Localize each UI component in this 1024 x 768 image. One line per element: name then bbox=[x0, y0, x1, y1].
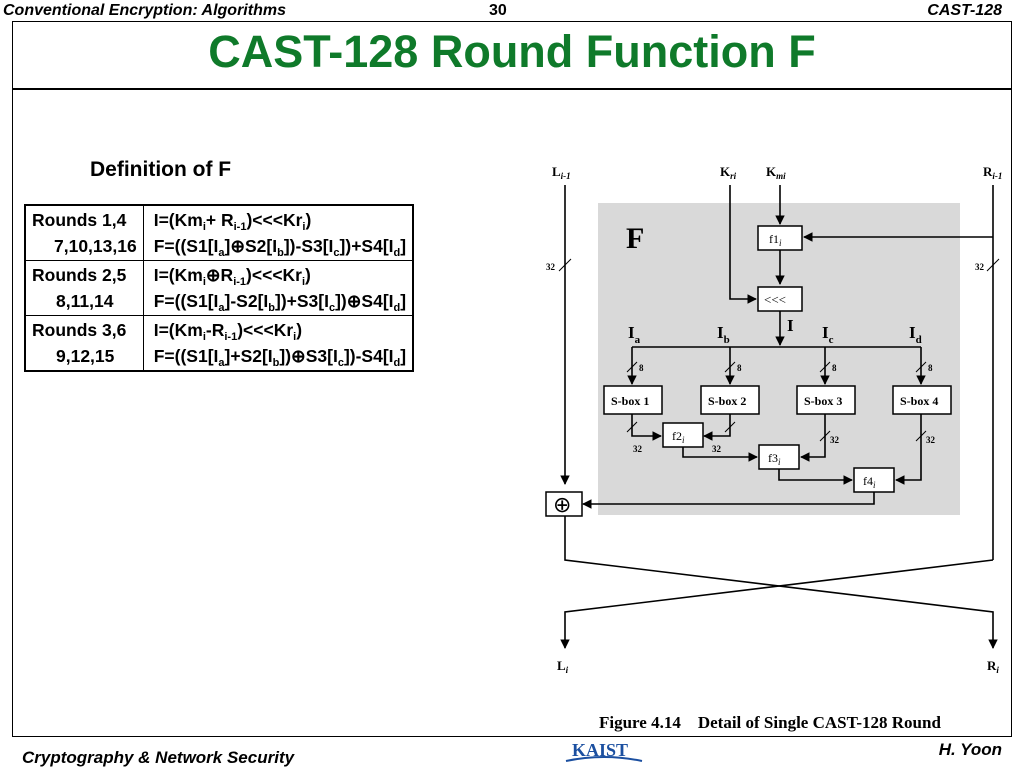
f1-box bbox=[757, 225, 803, 251]
width-label: 32 bbox=[926, 435, 936, 445]
f2-label: f2i bbox=[672, 429, 685, 445]
width-label: 32 bbox=[830, 435, 840, 445]
width-label: 32 bbox=[975, 262, 985, 272]
f3-box bbox=[758, 444, 800, 470]
sbox-4-label: S-box 4 bbox=[900, 394, 938, 408]
sbox3-to-f3 bbox=[800, 414, 826, 462]
footer-course: Cryptography & Network Security bbox=[22, 748, 295, 767]
kaist-logo: KAIST bbox=[565, 740, 643, 762]
width-slash bbox=[558, 258, 572, 272]
ic-label: Ic bbox=[822, 323, 834, 346]
table-row: Rounds 2,5 8,11,14 I=(Kmi⊕Ri-1)<<<Kri) F… bbox=[25, 260, 414, 316]
sbox-1-label: S-box 1 bbox=[611, 394, 649, 408]
figure-caption: Figure 4.14 Detail of Single CAST-128 Ro… bbox=[599, 713, 941, 732]
header-topic: CAST-128 bbox=[927, 2, 1002, 19]
input-kr-label: Kri bbox=[720, 164, 737, 181]
f-formula: F=((S1[Ia]⊕S2[Ib])-S3[Ic])+S4[Id] bbox=[153, 236, 407, 259]
xor-box bbox=[545, 491, 583, 517]
page-number: 30 bbox=[489, 2, 507, 19]
rotate-label: <<< bbox=[764, 292, 786, 307]
f3-to-f4 bbox=[778, 469, 853, 485]
sbox-1 bbox=[603, 385, 663, 415]
f4-to-xor bbox=[582, 492, 875, 509]
round-definition-table: Rounds 1,4 7,10,13,16 I=(Kmi+ Ri-1)<<<Kr… bbox=[24, 204, 415, 372]
id-label: Id bbox=[909, 323, 922, 346]
width-label: 32 bbox=[546, 262, 556, 272]
width-slash bbox=[986, 258, 1000, 272]
f-formula: F=((S1[Ia]+S2[Ib])⊕S3[Ic])-S4[Id] bbox=[153, 346, 407, 369]
f-formula: F=((S1[Ia]-S2[Ib])+S3[Ic])⊕S4[Id] bbox=[153, 291, 407, 314]
width-label: 8 bbox=[737, 363, 742, 373]
rounds-label: 7,10,13,16 bbox=[54, 236, 137, 256]
sbox-3 bbox=[796, 385, 856, 415]
rounds-label: Rounds 2,5 bbox=[32, 265, 127, 285]
table-row: Rounds 3,6 9,12,15 I=(Kmi-Ri-1)<<<Kri) F… bbox=[25, 315, 414, 371]
i-formula: I=(Kmi-Ri-1)<<<Kri) bbox=[153, 320, 303, 343]
slide-title: CAST-128 Round Function F bbox=[208, 26, 816, 77]
sbox1-to-f2 bbox=[631, 414, 662, 441]
rotate-box bbox=[757, 286, 803, 312]
byte-lines bbox=[626, 347, 927, 385]
rounds-cell: Rounds 1,4 7,10,13,16 bbox=[25, 205, 144, 261]
f3-label: f3i bbox=[768, 451, 781, 467]
output-l-label: Li bbox=[557, 658, 569, 675]
definition-heading: Definition of F bbox=[90, 158, 232, 181]
rounds-cell: Rounds 3,6 9,12,15 bbox=[25, 315, 144, 371]
f4-box bbox=[853, 467, 895, 493]
rounds-label: Rounds 3,6 bbox=[32, 320, 127, 340]
rounds-label: 8,11,14 bbox=[56, 291, 114, 311]
header-course-title: Conventional Encryption: Algorithms bbox=[3, 2, 286, 19]
width-slash bbox=[626, 421, 638, 433]
table-row: Rounds 1,4 7,10,13,16 I=(Kmi+ Ri-1)<<<Kr… bbox=[25, 205, 413, 261]
xor-icon: ⊕ bbox=[553, 492, 571, 517]
f4-label: f4i bbox=[863, 474, 876, 490]
input-r-label: Ri-1 bbox=[983, 164, 1002, 181]
formula-cell: I=(Kmi-Ri-1)<<<Kri) F=((S1[Ia]+S2[Ib])⊕S… bbox=[143, 315, 414, 371]
sbox-4 bbox=[892, 385, 952, 415]
formula-cell: I=(Kmi+ Ri-1)<<<Kri) F=((S1[Ia]⊕S2[Ib])-… bbox=[143, 205, 413, 261]
width-label: 32 bbox=[633, 444, 643, 454]
i-formula: I=(Kmi+ Ri-1)<<<Kri) bbox=[153, 210, 312, 233]
svg-text:KAIST: KAIST bbox=[572, 740, 628, 760]
footer-author: H. Yoon bbox=[938, 740, 1002, 759]
content-frame bbox=[12, 88, 1012, 737]
kr-line bbox=[729, 185, 757, 304]
sbox-2-label: S-box 2 bbox=[708, 394, 746, 408]
ia-label: Ia bbox=[628, 323, 641, 346]
formula-cell: I=(Kmi⊕Ri-1)<<<Kri) F=((S1[Ia]-S2[Ib])+S… bbox=[143, 260, 414, 316]
width-label: 32 bbox=[712, 444, 722, 454]
sbox2-to-f2 bbox=[703, 414, 731, 441]
input-km-label: Kmi bbox=[766, 164, 786, 181]
width-label: 8 bbox=[928, 363, 933, 373]
output-r-label: Ri bbox=[987, 658, 999, 675]
sbox-2 bbox=[700, 385, 760, 415]
width-slash bbox=[819, 430, 831, 442]
title-frame-left bbox=[12, 21, 13, 89]
title-frame-right bbox=[1011, 21, 1012, 89]
f-function-label: F bbox=[626, 222, 644, 255]
f2-to-f3 bbox=[682, 447, 758, 462]
input-l-label: Li-1 bbox=[552, 164, 571, 181]
width-slash bbox=[915, 430, 927, 442]
width-label: 8 bbox=[832, 363, 837, 373]
sbox-3-label: S-box 3 bbox=[804, 394, 842, 408]
ib-label: Ib bbox=[717, 323, 730, 346]
rounds-label: Rounds 1,4 bbox=[32, 210, 127, 230]
rounds-label: 9,12,15 bbox=[56, 346, 115, 366]
cast128-round-diagram: F Li-1 Kri Kmi Ri-1 32 32 f1i <<< I Ia I… bbox=[545, 164, 1002, 675]
i-formula: I=(Kmi⊕Ri-1)<<<Kri) bbox=[153, 265, 311, 288]
header-rule bbox=[12, 21, 1012, 22]
width-slash bbox=[724, 421, 736, 433]
i-label: I bbox=[787, 316, 794, 335]
rounds-cell: Rounds 2,5 8,11,14 bbox=[25, 260, 144, 316]
r-to-left-output bbox=[560, 559, 994, 649]
f1-label: f1i bbox=[769, 232, 782, 248]
xor-to-right-output bbox=[564, 516, 998, 649]
width-label: 8 bbox=[639, 363, 644, 373]
